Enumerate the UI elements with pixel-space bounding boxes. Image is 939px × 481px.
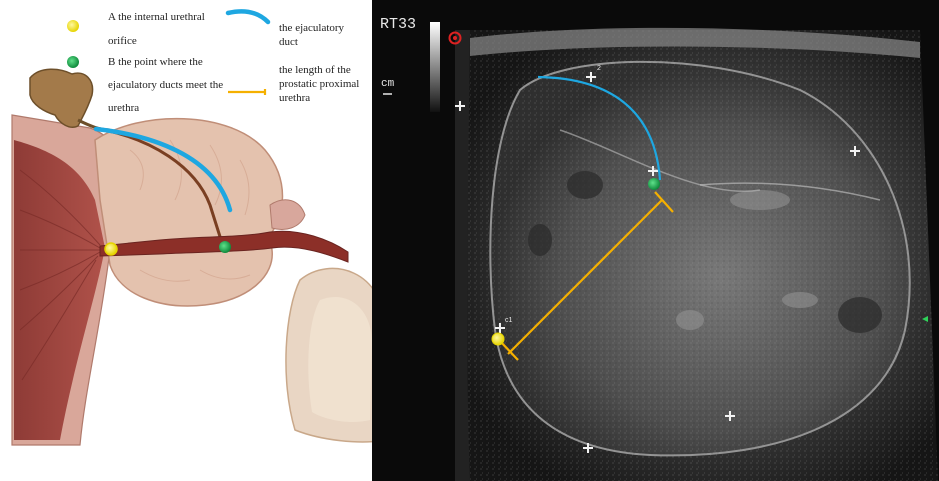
legend-point-a-line1: A the internal urethral xyxy=(108,11,205,23)
legend-point-b-line2: ejaculatory ducts meet the xyxy=(108,79,223,91)
point-a-marker xyxy=(105,243,117,255)
legend-point-a-line2: orifice xyxy=(108,35,137,47)
svg-text:c1: c1 xyxy=(505,317,513,324)
legend-ejaculatory-duct: the ejaculatory duct xyxy=(279,21,369,49)
legend-point-b: B the point where the ejaculatory ducts … xyxy=(108,55,278,115)
legend-yellow-dot xyxy=(67,20,79,32)
point-b-marker xyxy=(219,241,231,253)
legend-point-b-line3: urethra xyxy=(108,102,139,114)
legend-duct-line2: duct xyxy=(279,36,298,48)
us-point-b-marker xyxy=(648,178,660,190)
legend-length-line1: the length of the xyxy=(279,64,351,76)
seminal-vesicle xyxy=(30,69,93,127)
legend-length-line2: prostatic proximal xyxy=(279,78,359,90)
depth-unit-label: cm xyxy=(381,78,394,90)
legend-point-b-line1: B the point where the xyxy=(108,56,203,68)
grayscale-bar xyxy=(430,22,440,112)
scanner-id-label: RT33 xyxy=(380,16,416,33)
legend-duct-line1: the ejaculatory xyxy=(279,22,344,34)
ultrasound-image: 2 c1 xyxy=(372,0,939,481)
prostate xyxy=(95,119,283,306)
legend-green-dot xyxy=(67,56,79,68)
anatomy-illustration xyxy=(12,69,385,445)
legend-length-line3: urethra xyxy=(279,92,310,104)
legend-urethra-length: the length of the prostatic proximal ure… xyxy=(279,63,389,105)
legend-point-a: A the internal urethral orifice xyxy=(108,10,238,48)
us-point-a-marker xyxy=(492,333,504,345)
svg-text:2: 2 xyxy=(597,65,601,72)
